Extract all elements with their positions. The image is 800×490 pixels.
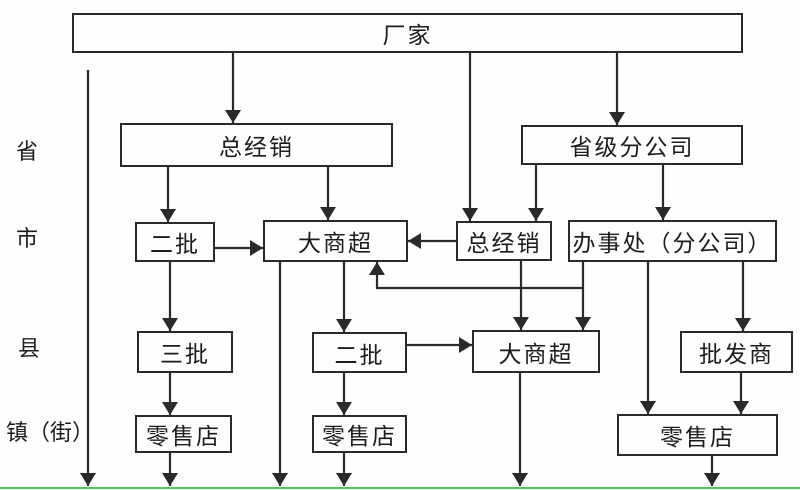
arrowhead-branch-to-general-distributor-city (528, 208, 544, 221)
arrowhead-gdc-to-supermarket-city (408, 233, 421, 249)
arrowhead-gdp-to-second-tier-city (160, 209, 176, 222)
arrowhead-retail-2-to-ground (336, 473, 352, 486)
arrowhead-retail-3-to-ground (704, 473, 720, 486)
arrowhead-office-feedback-to-supermarket-city (369, 262, 385, 275)
arrowhead-second-tier-county-to-supermarket-county (459, 337, 472, 353)
arrowhead-wholesaler-to-retail-3 (733, 401, 749, 414)
arrowhead-office-to-supermarket-county (575, 317, 591, 330)
arrowhead-retail-1-to-ground (162, 473, 178, 486)
arrowhead-office-to-retail-3 (640, 401, 656, 414)
connector-office-feedback-to-supermarket-city (375, 262, 583, 290)
arrowhead-third-tier-to-retail-1 (162, 402, 178, 415)
arrowhead-factory-to-general-distributor-city (462, 208, 478, 221)
ground-line (0, 487, 800, 489)
arrowhead-office-to-wholesaler (735, 318, 751, 331)
arrowhead-branch-to-office (655, 207, 671, 220)
arrowhead-second-tier-city-to-supermarket-city (250, 240, 263, 256)
arrowhead-gdc-to-supermarket-county (513, 317, 529, 330)
arrowhead-factory-to-provincial-branch (609, 112, 625, 125)
arrowhead-supermarket-county-to-ground (512, 473, 528, 486)
arrowhead-second-tier-city-to-third-tier (162, 318, 178, 331)
arrowhead-level-guide-line (80, 473, 96, 486)
arrowhead-supermarket-city-to-second-tier-county (336, 319, 352, 332)
arrowhead-factory-to-general-distributor-province (225, 110, 241, 123)
arrowhead-second-tier-county-to-retail-2 (336, 402, 352, 415)
arrowhead-supermarket-city-to-ground (272, 473, 288, 486)
arrowhead-gdp-to-supermarket-city (320, 207, 336, 220)
